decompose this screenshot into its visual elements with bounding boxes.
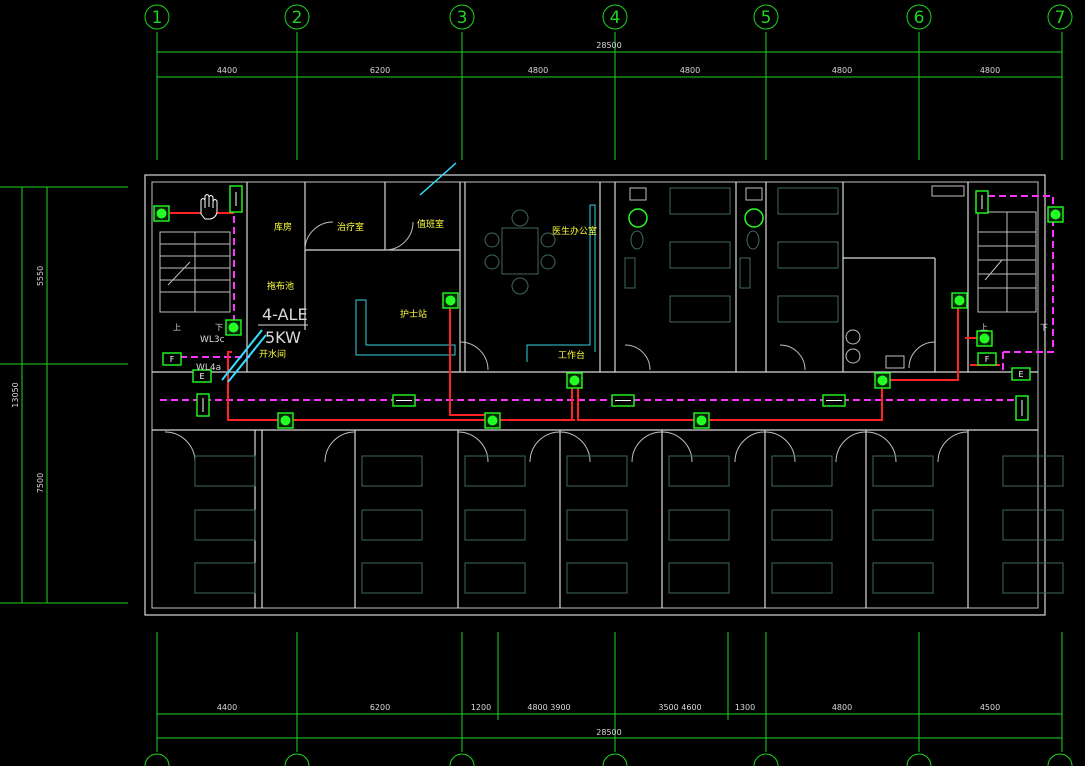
doors [164, 221, 969, 463]
exit-sign-left: F [170, 355, 175, 364]
lamp [976, 330, 993, 347]
lamp [484, 412, 501, 429]
svg-text:6: 6 [914, 8, 925, 28]
axis-bubble-7: 7 [1047, 4, 1073, 30]
dim-top-2: 6200 [370, 66, 390, 75]
axis-bubble-6: 6 [906, 4, 932, 30]
dim-bottom-6: 1300 [735, 703, 755, 712]
axis-bubble-3: 3 [449, 4, 475, 30]
lamp [1047, 206, 1064, 223]
fire-emergency-boxes: F E F E [162, 352, 1031, 383]
stair-right-down: 下 [1040, 323, 1048, 332]
counters [355, 204, 596, 362]
lamp [225, 319, 242, 336]
svg-text:4: 4 [610, 8, 621, 28]
dim-bottom-total: 28500 [596, 728, 621, 737]
exit-sign-right: F [985, 355, 990, 364]
room-storage: 库房 [274, 221, 292, 233]
dim-left-1: 5550 [36, 266, 45, 286]
dim-top-6: 4800 [980, 66, 1000, 75]
dim-left-2: 7500 [36, 473, 45, 493]
upper-beds [669, 187, 839, 323]
dim-top-4: 4800 [680, 66, 700, 75]
lower-beds [194, 455, 1064, 594]
doctor-office-furniture [484, 209, 556, 295]
svg-text:1: 1 [152, 8, 163, 28]
emergency-sign-left: E [199, 372, 204, 381]
circuit-label-1: WL3c [200, 335, 225, 345]
dim-bottom-1: 4400 [217, 703, 237, 712]
stair-left-down: 下 [215, 323, 223, 332]
dim-top-3: 4800 [528, 66, 548, 75]
axis-bubbles-top: 1 2 3 4 5 6 7 [144, 4, 1073, 30]
room-water: 开水间 [259, 348, 286, 360]
axis-bubbles-bottom [144, 753, 1073, 766]
dim-bottom-3: 1200 [471, 703, 491, 712]
wiring-magenta [160, 195, 1054, 401]
axis-bubble-4: 4 [602, 4, 628, 30]
lamp [153, 205, 170, 222]
dimensions-left: 13050 5550 7500 [0, 186, 128, 604]
dim-bottom-5: 3500 4600 [658, 703, 701, 712]
dim-bottom-2: 6200 [370, 703, 390, 712]
dim-top-5: 4800 [832, 66, 852, 75]
svg-text:2: 2 [292, 8, 303, 28]
toilet-fixtures [624, 185, 965, 369]
stair-right: 上 下 [977, 211, 1048, 332]
room-disposal: 治疗室 [337, 221, 364, 233]
panel-name: 4-ALE [262, 305, 308, 324]
dimensions-top: 28500 4400 6200 4800 4800 4800 4800 [157, 41, 1062, 78]
lamp [566, 372, 583, 389]
distribution-panel: 4-ALE 5KW WL3c WL4a [196, 162, 457, 383]
stair-right-up: 上 [980, 323, 988, 332]
room-labels: 库房 治疗室 值班室 医生办公室 护士站 工作台 开水间 拖布池 [259, 218, 597, 361]
emergency-sign-right: E [1018, 370, 1023, 379]
lamp [277, 412, 294, 429]
dim-top-1: 4400 [217, 66, 237, 75]
lamp [693, 412, 710, 429]
dim-bottom-4: 4800 3900 [527, 703, 570, 712]
lamp [874, 372, 891, 389]
room-cleaning: 拖布池 [267, 280, 294, 292]
axis-bubble-5: 5 [753, 4, 779, 30]
room-workbench: 工作台 [558, 349, 585, 361]
axis-grid [156, 32, 1063, 752]
hand-cursor-icon [200, 194, 218, 220]
axis-bubble-2: 2 [284, 4, 310, 30]
building-walls [144, 174, 1046, 616]
dim-top-total: 28500 [596, 41, 621, 50]
dim-bottom-8: 4500 [980, 703, 1000, 712]
dimensions-bottom: 4400 6200 1200 4800 3900 3500 4600 1300 … [157, 703, 1062, 739]
lamp [442, 292, 459, 309]
stair-left: 上 下 [159, 231, 231, 332]
svg-text:5: 5 [761, 8, 772, 28]
stair-left-up: 上 [173, 323, 181, 332]
svg-text:3: 3 [457, 8, 468, 28]
dim-left-total: 13050 [11, 382, 20, 407]
axis-bubble-1: 1 [144, 4, 170, 30]
lamp [951, 292, 968, 309]
exit-fixtures [196, 185, 1029, 421]
circuit-label-2: WL4a [196, 363, 221, 373]
room-doctor-office: 医生办公室 [552, 225, 597, 237]
panel-power: 5KW [265, 328, 301, 347]
svg-text:7: 7 [1055, 8, 1066, 28]
room-duty: 值班室 [417, 218, 444, 230]
light-fixtures [153, 205, 1064, 429]
dim-bottom-7: 4800 [832, 703, 852, 712]
room-nurse-station: 护士站 [400, 308, 427, 320]
